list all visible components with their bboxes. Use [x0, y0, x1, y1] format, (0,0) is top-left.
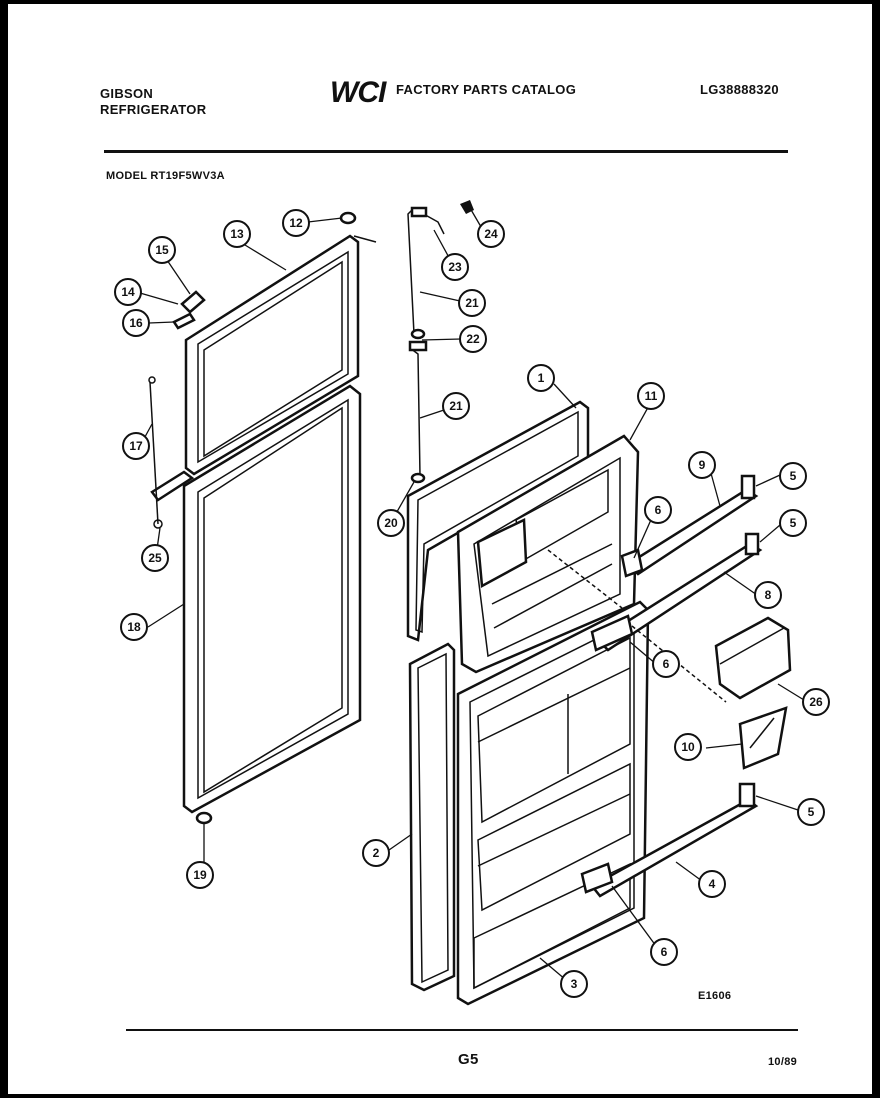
callout-15: 15 — [148, 236, 176, 264]
svg-text:10: 10 — [681, 740, 695, 754]
fresh-food-gasket — [408, 642, 456, 992]
svg-text:17: 17 — [129, 439, 143, 453]
brand-block: GIBSON REFRIGERATOR — [100, 86, 206, 118]
svg-text:11: 11 — [645, 389, 658, 403]
fresh-food-door-liner — [456, 600, 650, 1006]
callout-24: 24 — [477, 220, 505, 248]
callout-23: 23 — [441, 253, 469, 281]
model-number: MODEL RT19F5WV3A — [106, 170, 225, 182]
svg-text:26: 26 — [809, 695, 823, 709]
callout-4: 4 — [698, 870, 726, 898]
svg-text:20: 20 — [384, 516, 398, 530]
wci-logo: WCI — [330, 76, 386, 109]
brand-name: GIBSON — [100, 86, 154, 101]
callout-5-upper: 5 — [779, 462, 807, 490]
callout-8: 8 — [754, 581, 782, 609]
fresh-food-door-outer — [182, 384, 362, 814]
freezer-door-liner — [456, 434, 640, 674]
svg-text:5: 5 — [790, 516, 797, 530]
svg-text:1: 1 — [538, 371, 545, 385]
svg-text:19: 19 — [193, 868, 207, 882]
callout-9: 9 — [688, 451, 716, 479]
svg-text:12: 12 — [289, 216, 303, 230]
callout-25: 25 — [141, 544, 169, 572]
callout-12: 12 — [282, 209, 310, 237]
callout-5-middle: 5 — [779, 509, 807, 537]
svg-text:5: 5 — [790, 469, 797, 483]
revision-date: 10/89 — [768, 1056, 798, 1068]
freezer-door-outer — [184, 234, 360, 476]
callout-10: 10 — [674, 733, 702, 761]
catalog-title: FACTORY PARTS CATALOG — [396, 82, 577, 97]
svg-text:6: 6 — [663, 657, 670, 671]
svg-text:23: 23 — [448, 260, 462, 274]
svg-text:21: 21 — [449, 399, 463, 413]
drawing-id: E1606 — [698, 990, 732, 1002]
callout-21-lower: 21 — [442, 392, 470, 420]
callout-14: 14 — [114, 278, 142, 306]
callout-19: 19 — [186, 861, 214, 889]
callout-6-middle: 6 — [652, 650, 680, 678]
callout-6-lower: 6 — [650, 938, 678, 966]
callout-20: 20 — [377, 509, 405, 537]
page-number: G5 — [458, 1051, 479, 1068]
callout-18: 18 — [120, 613, 148, 641]
header-rule — [104, 150, 788, 153]
hinge-parts-left — [148, 211, 377, 825]
svg-text:25: 25 — [148, 551, 162, 565]
svg-text:2: 2 — [373, 846, 380, 860]
catalog-code: LG38888320 — [700, 82, 779, 97]
callout-6-upper: 6 — [644, 496, 672, 524]
svg-text:15: 15 — [155, 243, 169, 257]
svg-text:16: 16 — [129, 316, 143, 330]
svg-text:9: 9 — [699, 458, 706, 472]
callout-2: 2 — [362, 839, 390, 867]
callout-22: 22 — [459, 325, 487, 353]
callout-26: 26 — [802, 688, 830, 716]
callout-21-upper: 21 — [458, 289, 486, 317]
svg-text:14: 14 — [121, 285, 135, 299]
callout-13: 13 — [223, 220, 251, 248]
svg-text:18: 18 — [127, 620, 141, 634]
exploded-parts-diagram: 1 2 3 4 5 5 5 6 6 6 8 9 10 11 12 13 14 1… — [114, 200, 830, 1006]
dairy-compartment-door — [714, 616, 792, 770]
svg-text:3: 3 — [571, 977, 578, 991]
svg-text:6: 6 — [655, 503, 662, 517]
callout-16: 16 — [122, 309, 150, 337]
product-type: REFRIGERATOR — [100, 102, 207, 117]
svg-text:21: 21 — [465, 296, 479, 310]
svg-text:4: 4 — [709, 877, 716, 891]
svg-text:8: 8 — [765, 588, 772, 602]
svg-text:5: 5 — [808, 805, 815, 819]
svg-text:13: 13 — [230, 227, 244, 241]
catalog-page: GIBSON REFRIGERATOR WCI FACTORY PARTS CA… — [8, 4, 872, 1094]
svg-text:6: 6 — [661, 945, 668, 959]
footer-rule — [126, 1029, 798, 1031]
svg-text:22: 22 — [466, 332, 480, 346]
door-shelf-rails — [547, 474, 763, 898]
callout-5-lower: 5 — [797, 798, 825, 826]
callout-17: 17 — [122, 432, 150, 460]
callout-3: 3 — [560, 970, 588, 998]
hinge-parts-center — [407, 200, 474, 484]
callout-1: 1 — [527, 364, 555, 392]
callout-11: 11 — [637, 382, 665, 410]
svg-text:24: 24 — [484, 227, 498, 241]
